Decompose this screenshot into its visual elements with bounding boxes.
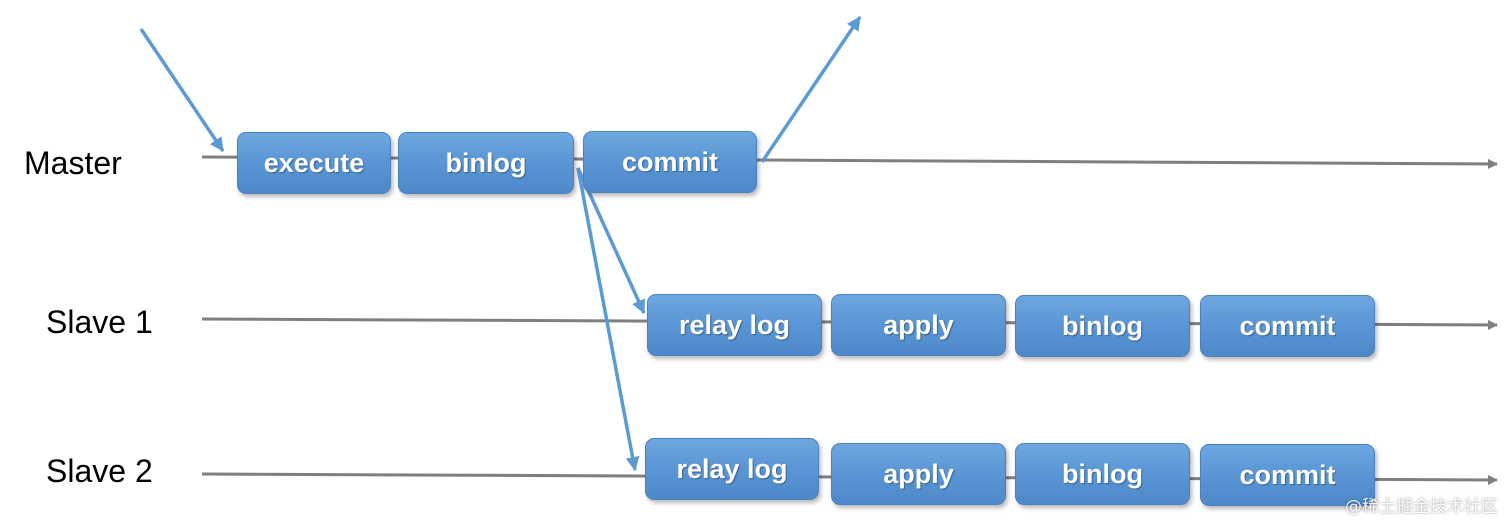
watermark: @稀土掘金技术社区 bbox=[1345, 497, 1498, 517]
step-label: commit bbox=[621, 146, 719, 177]
step-label: relay log bbox=[676, 453, 788, 484]
step-label: commit bbox=[1239, 459, 1336, 490]
slave2-commit-step: commit bbox=[1200, 444, 1375, 506]
slave1-commit-step: commit bbox=[1200, 295, 1375, 357]
slave2-binlog-step: binlog bbox=[1015, 443, 1190, 505]
master-binlog-step: binlog bbox=[398, 132, 574, 194]
slave2-label: Slave 2 bbox=[46, 453, 153, 489]
step-label: commit bbox=[1239, 310, 1336, 341]
step-label: relay log bbox=[678, 309, 791, 340]
slave1-apply-step: apply bbox=[831, 294, 1006, 356]
slave1-label: Slave 1 bbox=[46, 304, 153, 340]
response-arrow bbox=[760, 16, 862, 163]
master-execute-step: execute bbox=[237, 132, 391, 194]
slave1-relay-log-step: relay log bbox=[647, 294, 822, 356]
slave2-apply-step: apply bbox=[831, 443, 1006, 505]
slave2-relay-log-step: relay log bbox=[645, 438, 819, 500]
master-commit-step: commit bbox=[583, 131, 757, 193]
step-label: apply bbox=[883, 458, 954, 489]
step-label: binlog bbox=[1062, 310, 1143, 341]
step-label: execute bbox=[263, 147, 365, 178]
step-label: binlog bbox=[1062, 458, 1143, 489]
master-label: Master bbox=[24, 145, 122, 181]
step-label: apply bbox=[883, 309, 954, 340]
incoming-request-arrow bbox=[139, 28, 225, 152]
slave1-binlog-step: binlog bbox=[1015, 295, 1190, 357]
master-timeline bbox=[201, 155, 1498, 169]
binlog-to-slave2-arrow bbox=[576, 167, 640, 471]
step-label: binlog bbox=[445, 147, 527, 178]
